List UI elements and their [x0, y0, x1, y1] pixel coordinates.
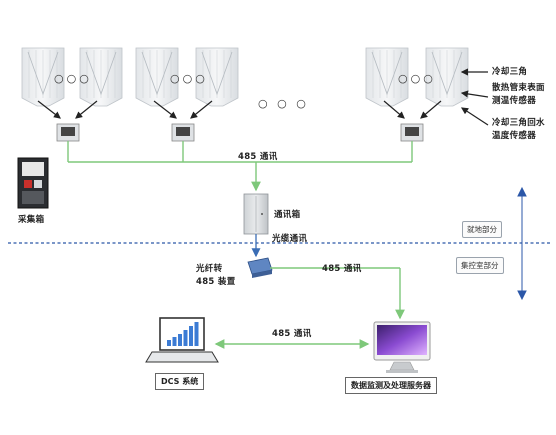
- ellipsis-1: ○○○: [54, 72, 92, 85]
- collection-cabinet-icon: [17, 157, 49, 209]
- ellipsis-2: ○○○: [170, 72, 208, 85]
- fiber-converter-icon: [247, 257, 273, 278]
- ellipsis-4: ○○○: [398, 72, 436, 85]
- label-dcs-system: DCS 系统: [155, 373, 205, 390]
- laptop-screen-bar: [189, 326, 193, 346]
- label-485-mid: 485 通讯: [322, 264, 362, 274]
- cooling-tower-icon: [195, 47, 239, 107]
- comm-cabinet-icon: [243, 193, 269, 235]
- laptop-icon: [145, 317, 219, 363]
- desktop-monitor-icon: [373, 321, 431, 373]
- laptop-screen-bar: [167, 340, 171, 346]
- laptop-screen-bar: [172, 337, 177, 346]
- rs485-bus: [67, 141, 413, 192]
- zone-indicator: [517, 186, 527, 301]
- cooling-tower-icon: [365, 47, 409, 107]
- label-finned-tube-sensor: 散热管束表面 测温传感器: [492, 83, 545, 106]
- zone-local: 就地部分: [462, 221, 502, 238]
- label-collection-box: 采集箱: [18, 215, 45, 225]
- label-comm-box: 通讯箱: [274, 210, 301, 220]
- laptop-screen-bar: [194, 322, 199, 346]
- cooling-tower-icon: [21, 47, 65, 107]
- label-485-top: 485 通讯: [238, 152, 278, 162]
- label-return-water-sensor: 冷却三角回水 温度传感器: [492, 118, 545, 141]
- laptop-screen-bar: [183, 330, 188, 346]
- rs485-server-link: [270, 267, 405, 320]
- laptop-screen-bar: [178, 334, 182, 346]
- zone-control-room: 集控室部分: [456, 257, 504, 274]
- cooling-tower-icon: [79, 47, 123, 107]
- sensor-box-3: [400, 123, 424, 142]
- ellipsis-3: ○ ○ ○: [258, 97, 309, 110]
- sensor-box-1: [56, 123, 80, 142]
- cooling-tower-icon: [135, 47, 179, 107]
- label-fiber-converter: 光纤转 485 装置: [196, 264, 236, 287]
- sensor-box-2: [171, 123, 195, 142]
- label-485-bottom: 485 通讯: [272, 329, 312, 339]
- label-fiber-comm: 光缆通讯: [272, 234, 308, 244]
- cooling-towers-row: [21, 47, 469, 107]
- label-data-server: 数据监测及处理服务器: [345, 377, 437, 394]
- label-cooling-delta: 冷却三角: [492, 67, 528, 77]
- sensor-arrows: [37, 68, 489, 126]
